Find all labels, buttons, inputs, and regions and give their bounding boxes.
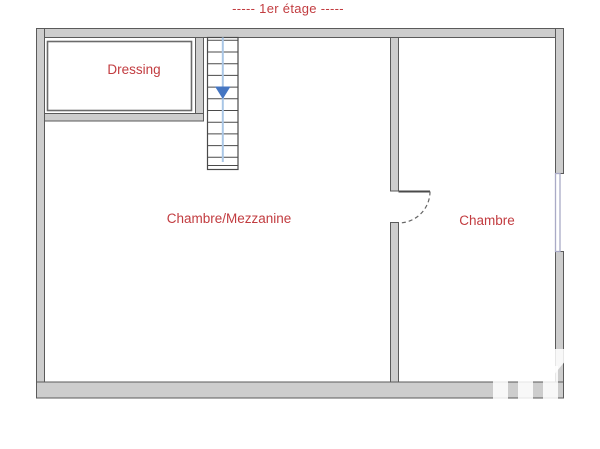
wall-dressing-right bbox=[195, 37, 204, 122]
exterior-walls bbox=[36, 28, 564, 399]
interior-walls bbox=[44, 37, 399, 383]
floor-title: ----- 1er étage ----- bbox=[232, 1, 344, 16]
wall-partition-lower bbox=[390, 222, 399, 383]
staircase bbox=[206, 36, 239, 171]
wall-partition-upper bbox=[390, 37, 399, 192]
room-label-chambre-mezzanine: Chambre/Mezzanine bbox=[166, 211, 292, 226]
wall-dressing-bottom bbox=[44, 113, 204, 122]
window bbox=[554, 172, 561, 253]
wall-bottom bbox=[36, 381, 564, 399]
door bbox=[398, 190, 431, 224]
arrow-down-icon bbox=[215, 86, 231, 99]
door-swing-arc bbox=[398, 191, 431, 224]
wall-top bbox=[36, 28, 564, 38]
watermark bbox=[493, 349, 565, 400]
room-label-chambre: Chambre bbox=[459, 213, 515, 228]
wall-right-upper bbox=[555, 28, 564, 174]
dressing-room-outline bbox=[46, 40, 193, 112]
wall-left bbox=[36, 28, 45, 399]
room-label-dressing: Dressing bbox=[107, 62, 161, 77]
